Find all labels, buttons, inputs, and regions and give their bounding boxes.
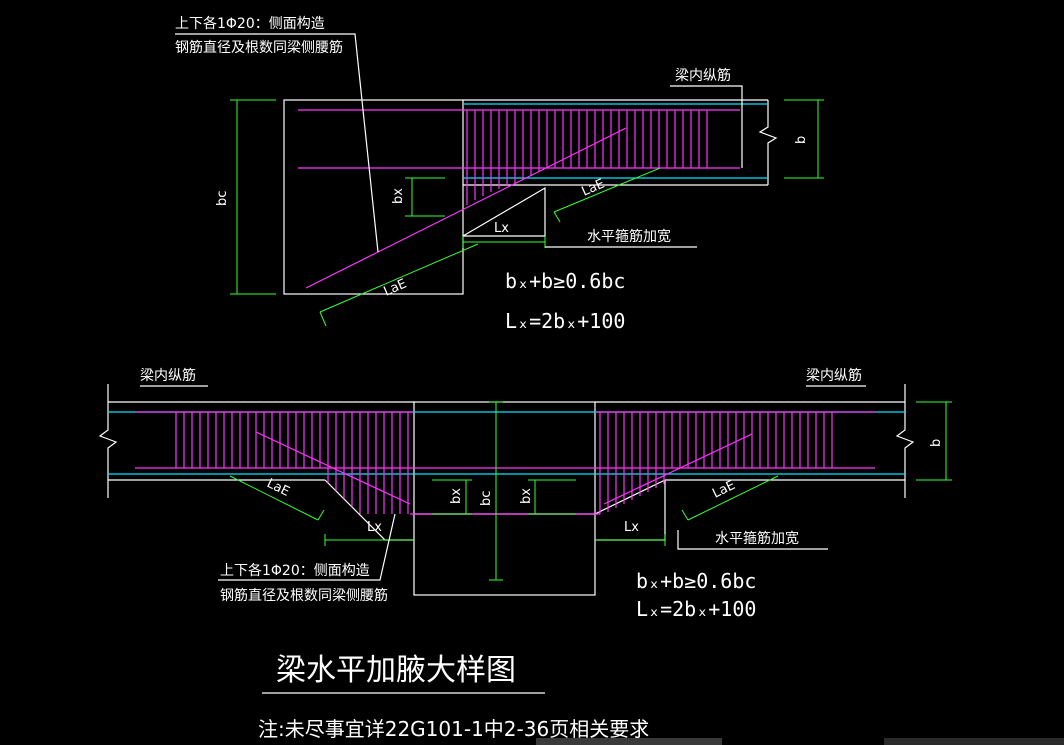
break-line-top [758, 100, 778, 185]
note-bottom-line2: 钢筋直径及根数同梁侧腰筋 [220, 587, 388, 604]
label-long-bar-top: 梁内纵筋 [675, 67, 731, 84]
formula-bottom-2: Lₓ=2bₓ+100 [636, 597, 756, 621]
drawing-footnote: 注:未尽事宜详22G101-1中2-36页相关要求 [258, 717, 649, 741]
haunch-right-slope [594, 479, 666, 515]
bottom-detail: 梁内纵筋 梁内纵筋 水平箍筋加宽 上下各1Φ20：侧面构造 钢筋直径及根数同梁侧… [98, 367, 952, 621]
formula-top-2: Lₓ=2bₓ+100 [505, 309, 625, 333]
note-top-line1: 上下各1Φ20：侧面构造 [175, 16, 325, 32]
label-stirrup-bottom: 水平箍筋加宽 [715, 530, 799, 547]
dim-bx-bottom-right: bx [519, 488, 534, 504]
leader-stirrup-bottom [677, 530, 828, 550]
formula-top-1: bₓ+b≥0.6bc [505, 269, 625, 293]
column-outline-top [283, 99, 464, 295]
leader-note-bottom [218, 513, 396, 581]
formula-bottom-1: bₓ+b≥0.6bc [636, 569, 756, 593]
dim-bc-top: bc [215, 191, 230, 206]
label-stirrup-top: 水平箍筋加宽 [587, 228, 671, 245]
dim-bx-bottom-left: bx [449, 488, 464, 504]
leader-note-top [175, 33, 379, 253]
haunch-outline-top [462, 186, 546, 237]
label-long-bar-bottom-right: 梁内纵筋 [806, 367, 862, 384]
haunch-bar-top [305, 127, 627, 289]
dim-bc-bottom: bc [479, 491, 494, 506]
dim-lx-bottom-right: Lx [624, 520, 639, 535]
leader-long-bar-top [670, 85, 743, 168]
dim-b-bottom: b [929, 439, 944, 447]
status-bar-fragment-right [884, 738, 1064, 745]
status-bar-fragment [536, 738, 722, 745]
stirrups-top [466, 110, 708, 205]
note-top-line2: 钢筋直径及根数同梁侧腰筋 [175, 39, 343, 56]
dim-lae-top-2: LaE [580, 176, 608, 199]
label-long-bar-bottom-left: 梁内纵筋 [140, 367, 196, 384]
dim-b-top: b [794, 136, 809, 144]
dim-lae-top-1: LaE [382, 276, 410, 299]
top-detail: 上下各1Φ20：侧面构造 钢筋直径及根数同梁侧腰筋 梁内纵筋 水平箍筋加宽 b … [175, 16, 824, 333]
stirrups-bottom-right [599, 412, 833, 514]
dimensions-top [230, 99, 824, 327]
column-outline-bottom [413, 401, 596, 596]
dim-bx-top: bx [391, 188, 406, 204]
dimensions-bottom [229, 401, 952, 581]
stirrups-bottom-left [175, 412, 409, 514]
break-line-left [98, 384, 118, 498]
dim-lx-bottom-left: Lx [367, 520, 382, 535]
haunch-bar-right [603, 433, 753, 505]
break-line-right [895, 384, 915, 498]
dim-lx-top: Lx [494, 221, 509, 236]
drawing-title: 梁水平加腋大样图 [276, 653, 516, 688]
note-bottom-line1: 上下各1Φ20：侧面构造 [220, 563, 370, 579]
